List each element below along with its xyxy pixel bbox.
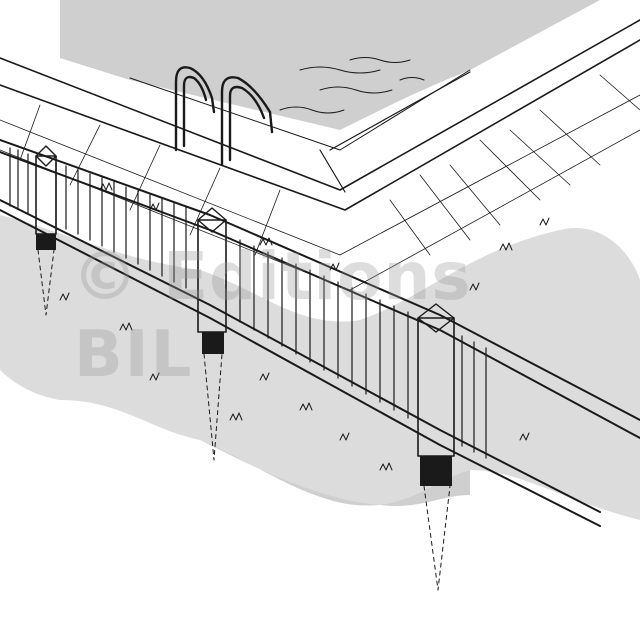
fence-post-3 xyxy=(417,303,455,591)
grass-tufts xyxy=(59,182,550,471)
fence-post-2 xyxy=(197,207,227,461)
pool-ladder xyxy=(174,66,274,167)
pool-deck xyxy=(0,19,640,291)
pool-water xyxy=(60,0,600,130)
pool-fence xyxy=(0,139,640,591)
fence-post-1 xyxy=(35,145,57,316)
lawn-shading xyxy=(0,215,640,520)
